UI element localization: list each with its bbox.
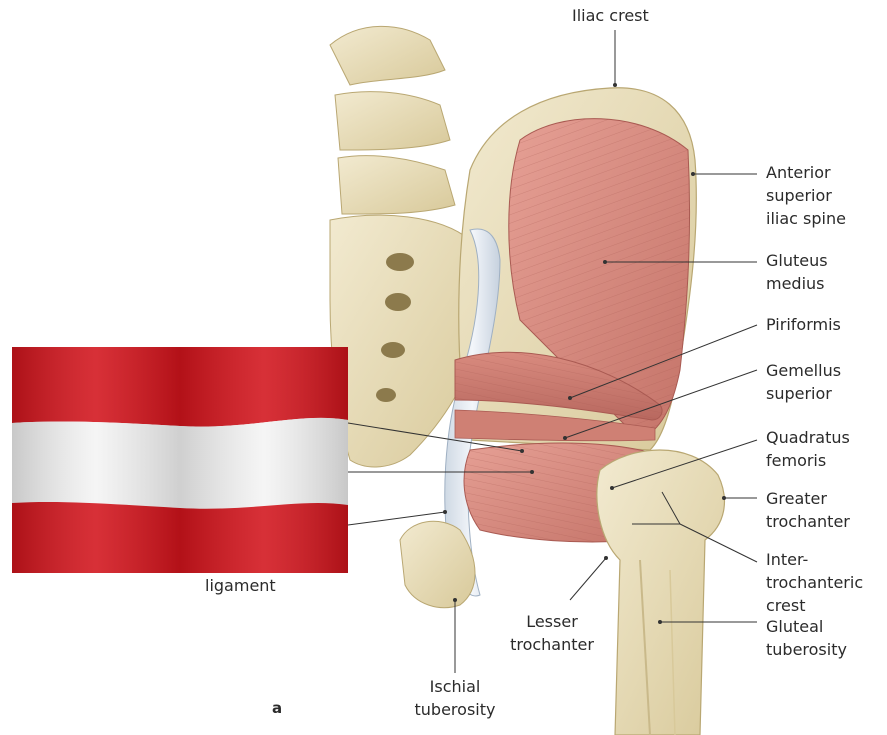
- label-greater-trochanter: Greater trochanter: [766, 487, 850, 533]
- label-intertrochanteric-crest: Inter- trochanteric crest: [766, 548, 863, 617]
- label-iliac-crest: Iliac crest: [572, 4, 649, 27]
- label-ischial-tuberosity: Ischial tuberosity: [400, 675, 510, 721]
- femur: [597, 450, 725, 735]
- label-lesser-trochanter: Lesser trochanter: [497, 610, 607, 656]
- label-quadratus-femoris: Quadratus femoris: [766, 426, 850, 472]
- lumbar-vertebra: [338, 156, 455, 214]
- label-gluteus-medius: Gluteus medius: [766, 249, 828, 295]
- leader-lesser-trochanter: [570, 558, 606, 600]
- label-ligament: ligament: [205, 574, 276, 597]
- label-gemellus-superior: Gemellus superior: [766, 359, 841, 405]
- lumbar-vertebra: [330, 26, 445, 85]
- label-piriformis: Piriformis: [766, 313, 841, 336]
- figure-letter: a: [272, 697, 282, 720]
- lumbar-vertebra: [335, 92, 450, 150]
- label-anterior-superior-iliac-spine: Anterior superior iliac spine: [766, 161, 846, 230]
- label-gluteal-tuberosity: Gluteal tuberosity: [766, 615, 847, 661]
- flag-of-austria: [12, 347, 348, 573]
